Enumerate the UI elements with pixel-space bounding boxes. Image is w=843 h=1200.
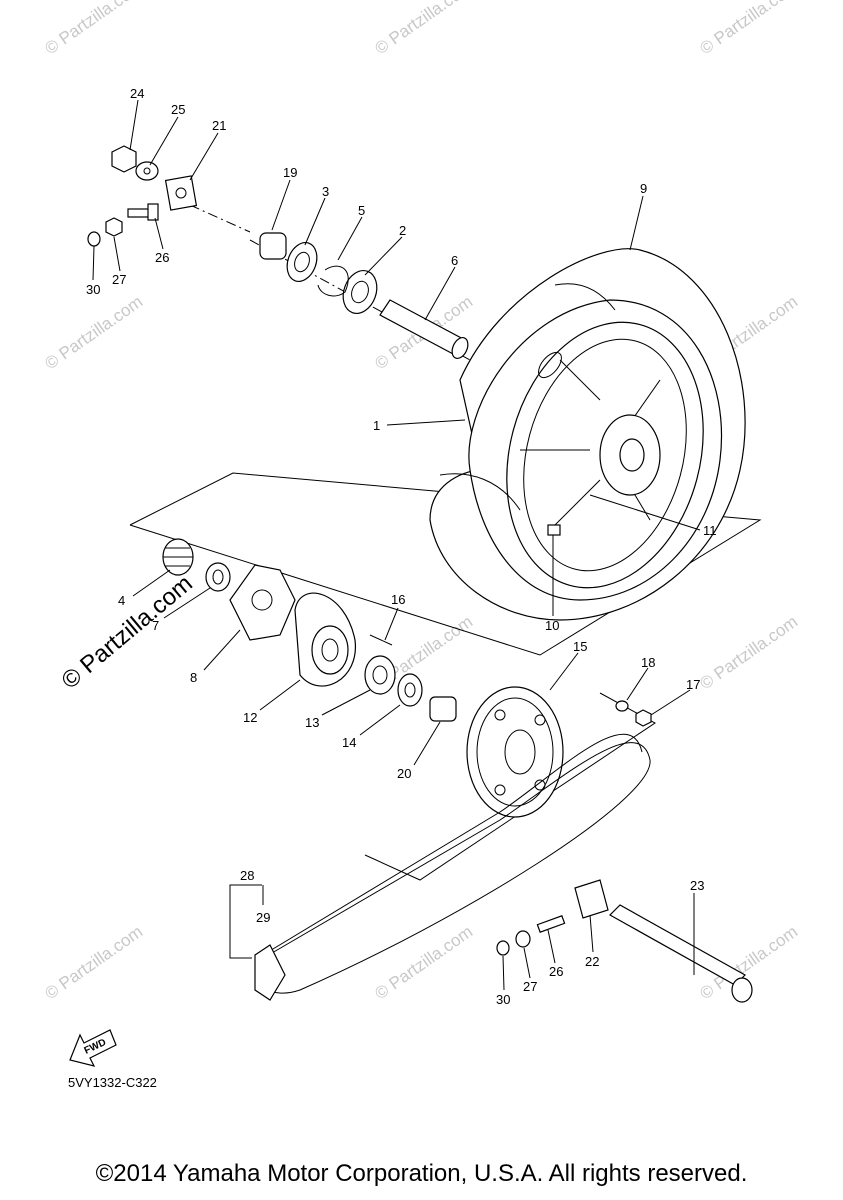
watermark-large: © Partzilla.com <box>57 570 198 695</box>
watermark: © Partzilla.com <box>41 0 146 58</box>
callout-18: 18 <box>641 655 655 670</box>
watermark: © Partzilla.com <box>696 612 801 693</box>
drive-chain <box>254 733 651 1001</box>
callout-26-upper: 26 <box>155 250 169 265</box>
callout-4: 4 <box>118 593 125 608</box>
chain-adjuster-upper <box>87 145 198 247</box>
wheel-spacer <box>379 299 469 359</box>
callout-14: 14 <box>342 735 356 750</box>
sprocket-hub-parts <box>162 538 457 722</box>
callout-27-lower: 27 <box>523 979 537 994</box>
callout-22: 22 <box>585 954 599 969</box>
callout-16: 16 <box>391 592 405 607</box>
callout-30-lower: 30 <box>496 992 510 1007</box>
watermark: © Partzilla.com <box>371 922 476 1003</box>
callout-8: 8 <box>190 670 197 685</box>
fwd-arrow: FWD <box>69 1029 117 1067</box>
bearing-set-upper <box>259 232 378 314</box>
callout-27-upper: 27 <box>112 272 126 287</box>
callout-labels: 24 25 21 19 3 5 2 6 9 1 11 10 26 27 30 4… <box>86 86 717 1007</box>
callout-24: 24 <box>130 86 144 101</box>
watermark: © Partzilla.com <box>696 0 801 58</box>
rear-wheel <box>429 248 746 621</box>
callout-19: 19 <box>283 165 297 180</box>
callout-17: 17 <box>686 677 700 692</box>
callout-9: 9 <box>640 181 647 196</box>
rear-axle-and-adjuster <box>496 879 753 1003</box>
parts-diagram: © Partzilla.com © Partzilla.com © Partzi… <box>41 0 801 1090</box>
watermark: © Partzilla.com <box>371 0 476 58</box>
callout-21: 21 <box>212 118 226 133</box>
callout-30-upper: 30 <box>86 282 100 297</box>
leader-lines <box>92 99 701 991</box>
callout-20: 20 <box>397 766 411 781</box>
callout-1: 1 <box>373 418 380 433</box>
diagram-code: 5VY1332-C322 <box>68 1075 157 1090</box>
callout-3: 3 <box>322 184 329 199</box>
callout-10: 10 <box>545 618 559 633</box>
copyright-notice: ©2014 Yamaha Motor Corporation, U.S.A. A… <box>95 1160 748 1187</box>
callout-5: 5 <box>358 203 365 218</box>
callout-7: 7 <box>152 618 159 633</box>
watermark: © Partzilla.com <box>41 922 146 1003</box>
callout-12: 12 <box>243 710 257 725</box>
callout-28: 28 <box>240 868 254 883</box>
callout-29: 29 <box>256 910 270 925</box>
callout-26-lower: 26 <box>549 964 563 979</box>
callout-25: 25 <box>171 102 185 117</box>
rear-sprocket <box>466 686 652 818</box>
callout-13: 13 <box>305 715 319 730</box>
callout-15: 15 <box>573 639 587 654</box>
callout-6: 6 <box>451 253 458 268</box>
callout-11: 11 <box>703 523 717 538</box>
callout-23: 23 <box>690 878 704 893</box>
watermark: © Partzilla.com <box>41 292 146 373</box>
callout-2: 2 <box>399 223 406 238</box>
